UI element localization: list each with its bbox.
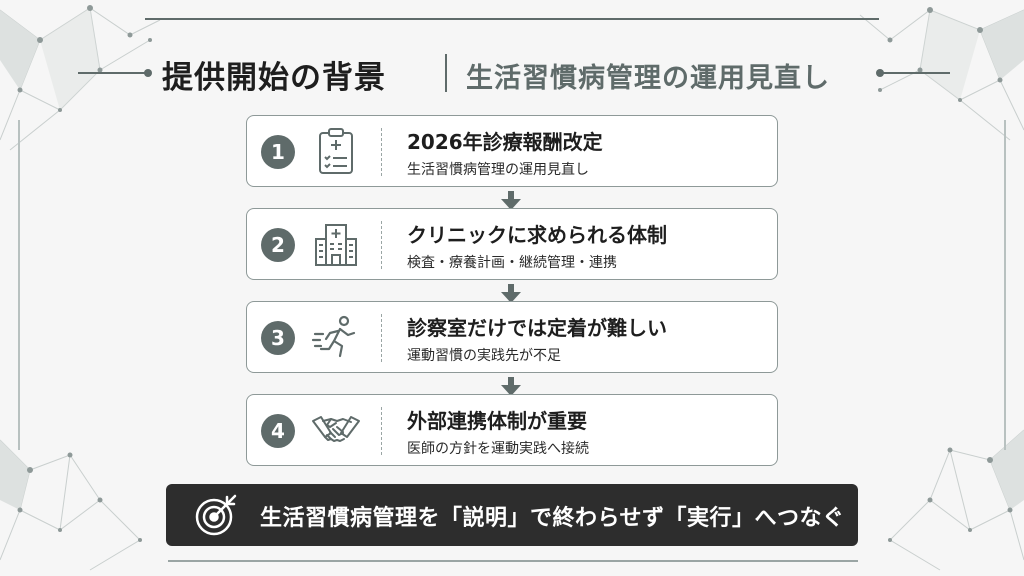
page-title: 提供開始の背景 bbox=[162, 60, 386, 96]
left-frame-line bbox=[18, 120, 20, 450]
down-arrow-icon bbox=[501, 284, 521, 303]
target-icon bbox=[195, 494, 237, 536]
title-right-rule bbox=[876, 69, 950, 77]
step-subtitle: 生活習慣病管理の運用見直し bbox=[407, 162, 589, 178]
step-title: 外部連携体制が重要 bbox=[407, 409, 587, 433]
running-person-icon bbox=[311, 315, 356, 358]
summary-banner: 生活習慣病管理を「説明」で終わらせず「実行」へつなぐ bbox=[166, 484, 858, 546]
clipboard-medical-icon bbox=[319, 128, 353, 174]
step-card-4: 4 外部連携体制が重要 医師の方針を運動実践へ接続 bbox=[246, 394, 778, 466]
step-card-1: 1 2026年診療報酬改定 生活習慣病管理の運用見直し bbox=[246, 115, 778, 187]
step-card-3: 3 診察室だけでは定着が難しい 運動習慣の実践先が不足 bbox=[246, 301, 778, 373]
down-arrow-icon bbox=[501, 191, 521, 210]
step-divider bbox=[381, 407, 382, 455]
step-title: 診察室だけでは定着が難しい bbox=[407, 316, 667, 340]
bottom-frame-line bbox=[168, 560, 858, 562]
step-subtitle: 運動習慣の実践先が不足 bbox=[407, 348, 561, 364]
hospital-building-icon bbox=[315, 224, 357, 266]
step-divider bbox=[381, 221, 382, 269]
step-number: 2 bbox=[261, 228, 295, 262]
page-subtitle: 生活習慣病管理の運用見直し bbox=[466, 63, 830, 94]
step-subtitle: 検査・療養計画・継続管理・連携 bbox=[407, 255, 617, 271]
down-arrow-icon bbox=[501, 377, 521, 396]
step-subtitle: 医師の方針を運動実践へ接続 bbox=[407, 441, 589, 457]
right-frame-line bbox=[1004, 120, 1006, 450]
step-divider bbox=[381, 128, 382, 176]
step-divider bbox=[381, 314, 382, 362]
step-number: 1 bbox=[261, 135, 295, 169]
step-number: 4 bbox=[261, 414, 295, 448]
title-separator bbox=[445, 54, 447, 92]
top-frame-line bbox=[145, 18, 879, 20]
step-title: クリニックに求められる体制 bbox=[407, 223, 667, 247]
banner-text: 生活習慣病管理を「説明」で終わらせず「実行」へつなぐ bbox=[260, 506, 845, 531]
handshake-icon bbox=[312, 416, 360, 442]
step-number: 3 bbox=[261, 321, 295, 355]
title-left-rule bbox=[78, 69, 152, 77]
step-title: 2026年診療報酬改定 bbox=[407, 130, 603, 154]
step-card-2: 2 クリニックに求められる体制 検査・療養計画・継続管理・連携 bbox=[246, 208, 778, 280]
